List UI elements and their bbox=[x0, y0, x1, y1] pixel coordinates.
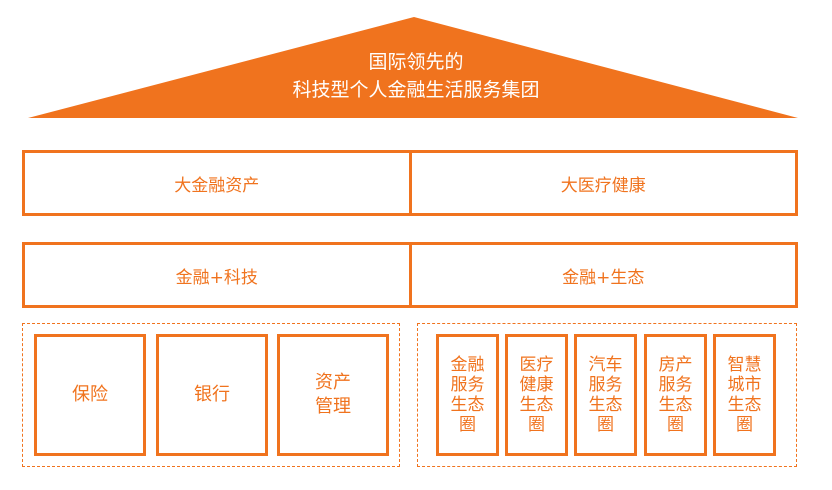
strategy-row: 金融+科技 金融+生态 bbox=[22, 242, 798, 308]
ecosystem-group bbox=[417, 323, 797, 467]
bank-box: 银行 bbox=[156, 334, 268, 456]
asset-row: 大金融资产 大医疗健康 bbox=[22, 150, 798, 216]
real-estate-ecosystem: 房产 服务 生态 圈 bbox=[644, 334, 707, 456]
core-business-group bbox=[22, 323, 400, 467]
roof-triangle bbox=[28, 17, 798, 118]
auto-services-ecosystem: 汽车 服务 生态 圈 bbox=[574, 334, 637, 456]
roof-title-line1: 国际领先的 bbox=[368, 51, 464, 73]
finance-tech: 金融+科技 bbox=[175, 267, 258, 288]
big-healthcare: 大医疗健康 bbox=[408, 153, 796, 213]
insurance-box: 保险 bbox=[34, 334, 146, 456]
smart-city-ecosystem: 智慧 城市 生态 圈 bbox=[713, 334, 776, 456]
healthcare-ecosystem: 医疗 健康 生态 圈 bbox=[505, 334, 568, 456]
roof-title-line2: 科技型个人金融生活服务集团 bbox=[292, 79, 540, 101]
big-finance-assets: 大金融资产 bbox=[174, 175, 260, 196]
asset-management-box: 资产 管理 bbox=[277, 334, 389, 456]
financial-services-ecosystem: 金融 服务 生态 圈 bbox=[436, 334, 499, 456]
finance-ecosystem: 金融+生态 bbox=[408, 245, 796, 305]
